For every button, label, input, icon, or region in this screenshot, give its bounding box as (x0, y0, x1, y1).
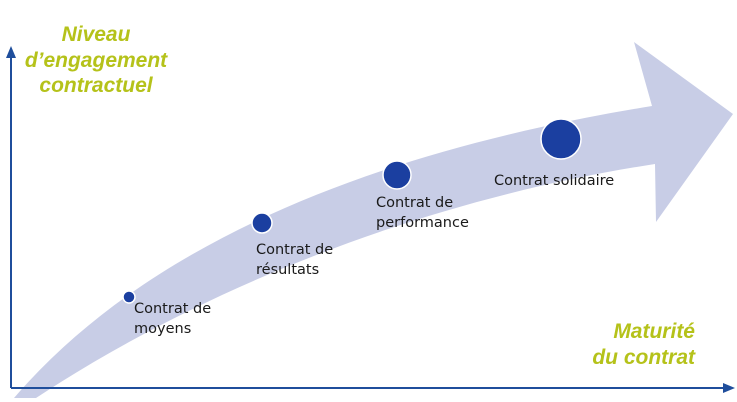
stage-label-moyens: Contrat de moyens (134, 300, 211, 339)
x-axis-arrowhead (723, 383, 735, 393)
stage-dot-moyens (122, 290, 136, 304)
stage-label-performance: Contrat de performance (376, 194, 469, 233)
x-axis-title-line2: du contrat (592, 345, 695, 369)
y-axis-title-line1: Niveau (61, 23, 131, 46)
x-axis-title-line1: Maturité (613, 320, 695, 343)
stage-label-line: Contrat de (376, 195, 454, 211)
stage-label-line: performance (376, 214, 469, 231)
y-axis-arrowhead (6, 46, 16, 58)
y-axis-title: Niveau d’engagement contractuel (12, 22, 180, 99)
y-axis-title-line3: contractuel (39, 74, 153, 98)
stage-label-line: Contrat de (134, 301, 212, 317)
stage-label-solidaire: Contrat solidaire (494, 172, 614, 192)
stage-label-line: Contrat solidaire (494, 173, 615, 189)
stage-label-line: Contrat de (256, 242, 334, 258)
stage-dot-performance (382, 160, 412, 190)
stage-label-resultats: Contrat de résultats (256, 241, 333, 280)
stage-dot-solidaire (540, 118, 582, 160)
y-axis-title-line2: d’engagement (24, 48, 168, 72)
stage-dot-resultats (251, 212, 273, 234)
stage-label-line: résultats (256, 261, 320, 278)
stage-label-line: moyens (134, 320, 192, 337)
x-axis-title: Maturité du contrat (560, 319, 695, 370)
